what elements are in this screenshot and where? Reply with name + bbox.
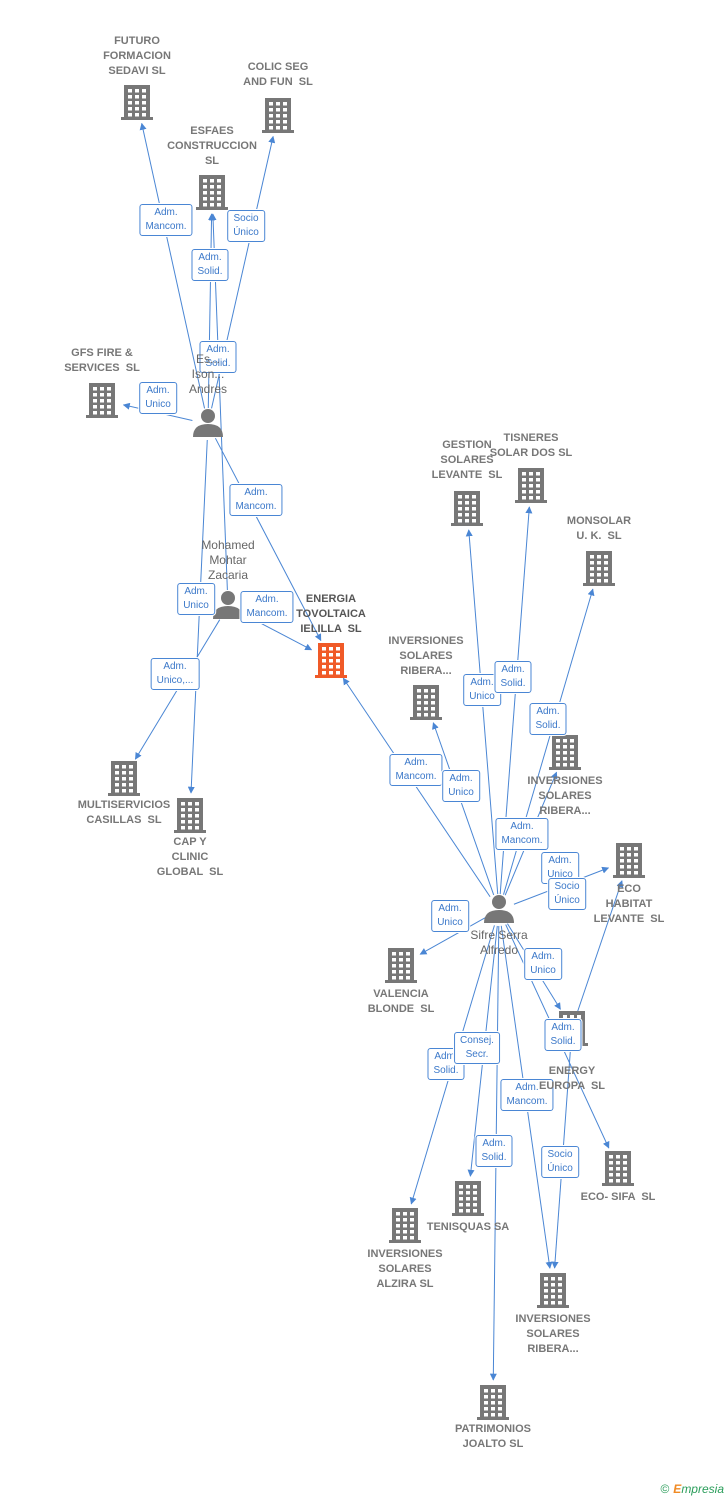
edge-esteve-energia [214, 437, 322, 642]
node-label-mohamed[interactable]: Mohamed Mohtar Zacaria [201, 538, 255, 582]
building-icon-invribera2[interactable] [549, 735, 581, 770]
edge-esteve-futuro [139, 122, 206, 409]
node-label-energy[interactable]: ENERGY EUROPA SL [538, 1065, 606, 1092]
node-label-invribera3[interactable]: INVERSIONES SOLARES RIBERA... [515, 1313, 591, 1355]
building-icon-ecosifa[interactable] [602, 1151, 634, 1186]
node-label-valencia[interactable]: VALENCIA BLONDE SL [367, 988, 435, 1015]
building-icon-multiserv[interactable] [108, 761, 140, 796]
node-label-gestion[interactable]: GESTION SOLARES LEVANTE SL [431, 439, 503, 481]
relation-badge-sifre-invribera3[interactable]: Adm. Mancom. [500, 1079, 554, 1111]
relation-badge-energy-ecohabitat[interactable]: Socio Único [548, 878, 586, 910]
node-label-energia[interactable]: ENERGIA TOVOLTAICA IELILLA SL [296, 593, 366, 635]
building-icon-invribera1[interactable] [410, 685, 442, 720]
edge-esteve-capy [187, 439, 208, 794]
node-label-gfs[interactable]: GFS FIRE & SERVICES SL [64, 347, 140, 374]
relation-badge-esteve-colic[interactable]: Socio Único [227, 210, 265, 242]
relation-badge-mohamed-multiserv[interactable]: Adm. Unico,... [150, 658, 200, 690]
copyright-symbol: © [660, 1482, 670, 1496]
relation-badge-sifre-ecosifa[interactable]: Adm. Solid. [544, 1019, 582, 1051]
building-icon-patrimonios[interactable] [477, 1385, 509, 1420]
relation-badge-esteve-gfs[interactable]: Adm. Unico [139, 382, 177, 414]
node-label-patrimonios[interactable]: PATRIMONIOS JOALTO SL [455, 1423, 531, 1450]
brand-name: mpresia [681, 1482, 724, 1496]
node-label-tenisquas[interactable]: TENISQUAS SA [426, 1221, 510, 1233]
relation-badge-esteve-capy[interactable]: Adm. Unico [177, 583, 215, 615]
node-label-monsolar[interactable]: MONSOLAR U. K. SL [566, 515, 632, 542]
person-icon-esteve[interactable] [193, 409, 223, 437]
relation-badge-energy-invribera3[interactable]: Socio Único [541, 1146, 579, 1178]
person-icon-sifre[interactable] [484, 895, 514, 923]
edge-esteve-esfaes [207, 213, 216, 409]
building-icon-esfaes[interactable] [196, 175, 228, 210]
edge-sifre-energia [342, 677, 491, 897]
building-icon-tenisquas[interactable] [452, 1181, 484, 1216]
relation-badge-sifre-energia[interactable]: Adm. Mancom. [389, 754, 443, 786]
node-label-tisneres[interactable]: TISNERES SOLAR DOS SL [489, 432, 573, 459]
building-icon-futuro[interactable] [121, 85, 153, 120]
relation-badge-esteve-energia[interactable]: Adm. Mancom. [229, 484, 283, 516]
focus-building-icon-energia[interactable] [315, 643, 347, 678]
node-label-capy[interactable]: CAP Y CLINIC GLOBAL SL [156, 836, 224, 878]
node-label-futuro[interactable]: FUTURO FORMACION SEDAVI SL [103, 35, 171, 77]
node-label-invribera1[interactable]: INVERSIONES SOLARES RIBERA... [388, 635, 464, 677]
relation-badge-sifre-patrimonios[interactable]: Adm. Solid. [475, 1135, 513, 1167]
edge-energy-ecohabitat [576, 880, 624, 1014]
building-icon-gfs[interactable] [86, 383, 118, 418]
building-icon-invribera3[interactable] [537, 1273, 569, 1308]
relation-badge-sifre-invribera1[interactable]: Adm. Unico [442, 770, 480, 802]
building-icon-ecohabitat[interactable] [613, 843, 645, 878]
node-label-invribera2[interactable]: INVERSIONES SOLARES RIBERA... [527, 775, 603, 817]
relation-badge-sifre-energy[interactable]: Adm. Unico [524, 948, 562, 980]
edge-sifre-valencia [419, 917, 486, 955]
brand-footer[interactable]: ©Empresia [660, 1482, 724, 1496]
building-icon-valencia[interactable] [385, 948, 417, 983]
building-icon-gestion[interactable] [451, 491, 483, 526]
building-icon-colic[interactable] [262, 98, 294, 133]
relation-badge-sifre-invribera2[interactable]: Adm. Mancom. [495, 818, 549, 850]
node-label-esfaes[interactable]: ESFAES CONSTRUCCION SL [167, 125, 257, 167]
node-label-esteve[interactable]: Es... Ison... Andres [188, 352, 228, 396]
building-icon-capy[interactable] [174, 798, 206, 833]
node-label-sifre[interactable]: Sifre Serra Alfredo [470, 928, 528, 957]
relation-badge-sifre-valencia[interactable]: Adm. Unico [431, 900, 469, 932]
node-label-ecohabitat[interactable]: ECO HABITAT LEVANTE SL [593, 883, 665, 925]
node-label-ecosifa[interactable]: ECO- SIFA SL [580, 1191, 656, 1203]
relation-badge-esteve-esfaes[interactable]: Adm. Solid. [191, 249, 229, 281]
node-label-colic[interactable]: COLIC SEG AND FUN SL [243, 61, 313, 88]
relation-badge-sifre-tenisquas[interactable]: Consej. Secr. [454, 1032, 500, 1064]
building-icon-tisneres[interactable] [515, 468, 547, 503]
person-icon-mohamed[interactable] [213, 591, 243, 619]
building-icon-monsolar[interactable] [583, 551, 615, 586]
node-label-multiserv[interactable]: MULTISERVICIOS CASILLAS SL [77, 799, 171, 826]
relation-badge-esteve-futuro[interactable]: Adm. Mancom. [139, 204, 193, 236]
relation-badge-sifre-monsolar[interactable]: Adm. Solid. [529, 703, 567, 735]
brand-initial: E [673, 1482, 682, 1496]
edge-sifre-invribera1 [432, 722, 495, 896]
relation-badge-sifre-tisneres[interactable]: Adm. Solid. [494, 661, 532, 693]
edge-sifre-gestion [465, 529, 499, 895]
relation-badge-mohamed-energia[interactable]: Adm. Mancom. [240, 591, 294, 623]
node-label-invalzira[interactable]: INVERSIONES SOLARES ALZIRA SL [367, 1248, 443, 1290]
relation-badge-mohamed-esfaes[interactable]: Adm. Solid. [199, 341, 237, 373]
building-icon-invalzira[interactable] [389, 1208, 421, 1243]
